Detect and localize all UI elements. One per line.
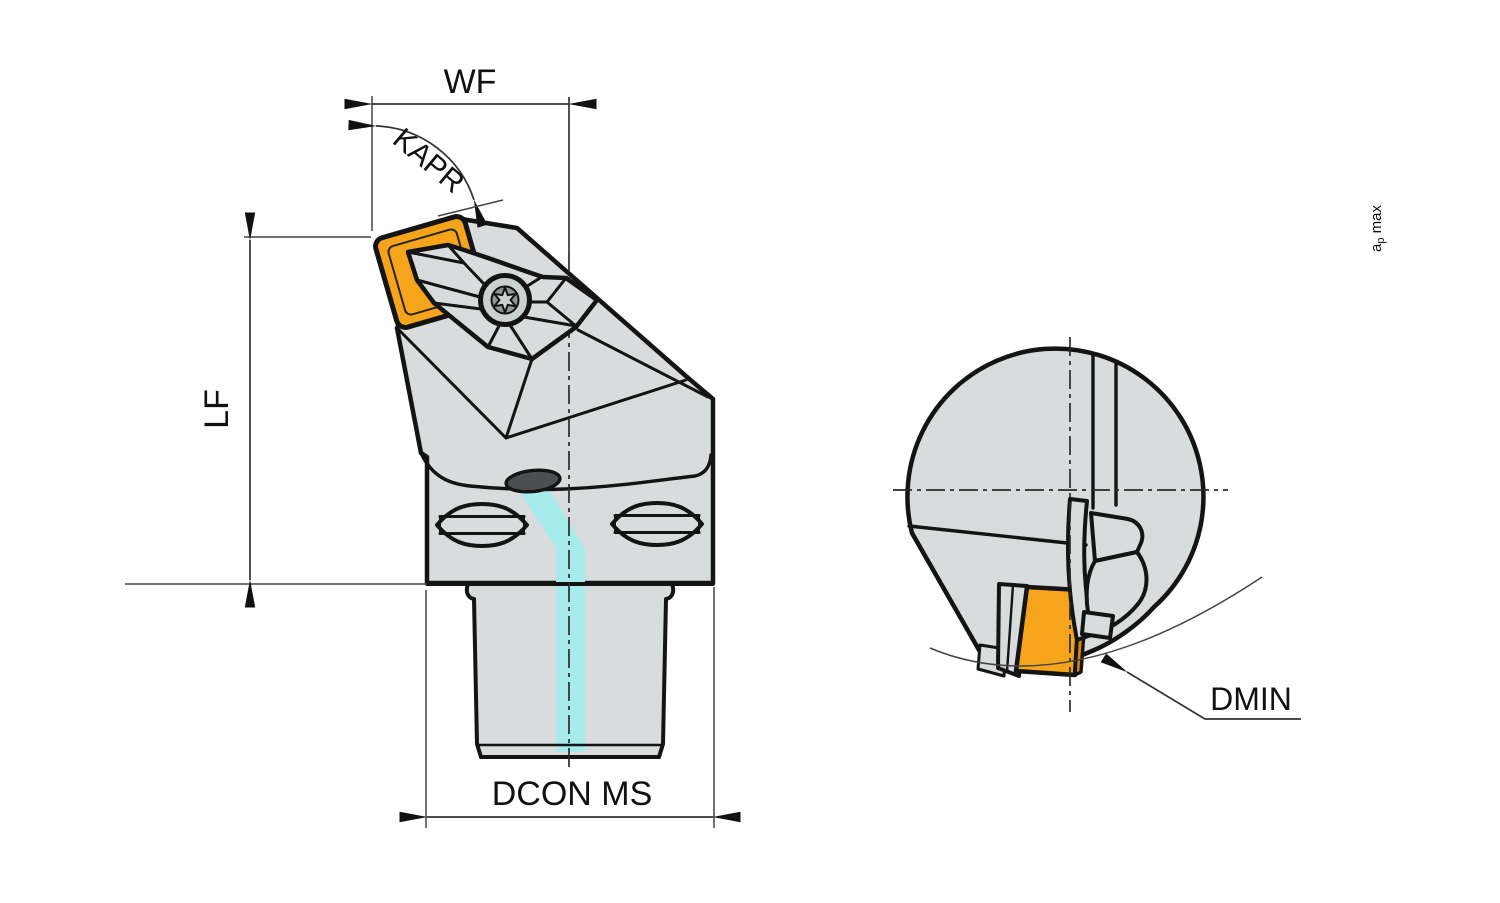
end-view-facet-lines xyxy=(907,352,1118,659)
body-facet-lines xyxy=(397,328,710,440)
set-screw-slot-right xyxy=(610,501,704,547)
dcon-ms-label: DCON MS xyxy=(492,775,653,813)
coolant-hole xyxy=(504,468,562,494)
body-lines-over-coolant xyxy=(419,451,715,759)
torx-star-icon xyxy=(493,286,517,314)
dimension-lf: LF xyxy=(125,212,427,608)
insert-clamp xyxy=(405,242,600,362)
wf-label: WF xyxy=(444,63,497,101)
ap-max-label: ap max xyxy=(1368,205,1387,252)
dmin-label: DMIN xyxy=(1210,681,1292,717)
kapr-label: KAPR xyxy=(387,122,471,200)
coolant-channel xyxy=(517,488,585,752)
dimension-dcon: DCON MS xyxy=(399,587,741,828)
dimension-dmin: DMIN xyxy=(929,576,1301,720)
end-view-clamp xyxy=(1066,497,1149,642)
clamp-facet-lines xyxy=(406,243,578,361)
main-view xyxy=(373,97,716,768)
end-view xyxy=(893,337,1228,712)
lf-label: LF xyxy=(198,389,236,429)
set-screw-slot-left xyxy=(435,502,529,548)
dimensions: WF KAPR LF DCON MS DMIN xyxy=(125,63,1387,828)
clamp-screw xyxy=(478,273,532,327)
screw-bar-line xyxy=(1005,583,1015,674)
dimension-kapr: KAPR xyxy=(348,119,504,228)
